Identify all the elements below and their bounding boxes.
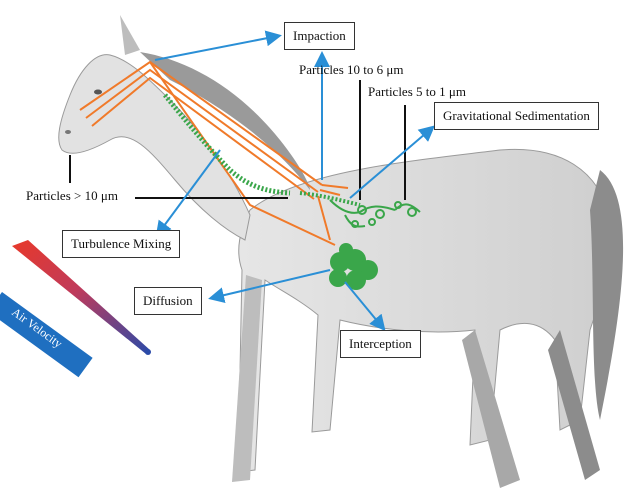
horse-ear <box>120 15 140 55</box>
label-particles-10-6: Particles 10 to 6 μm <box>299 62 403 78</box>
label-particles-gt-10: Particles > 10 μm <box>26 188 118 204</box>
horse-body <box>238 149 611 472</box>
label-particles-5-1: Particles 5 to 1 μm <box>368 84 466 100</box>
label-turbulence-mixing: Turbulence Mixing <box>62 230 180 258</box>
label-interception: Interception <box>340 330 421 358</box>
horse-neck-head <box>59 55 250 240</box>
label-diffusion: Diffusion <box>134 287 202 315</box>
horse-eye <box>94 90 102 95</box>
label-gravitational-sedimentation: Gravitational Sedimentation <box>434 102 599 130</box>
horse-nostril <box>65 130 71 134</box>
arrow-impaction <box>155 36 278 60</box>
horse-tail <box>590 170 623 420</box>
label-impaction: Impaction <box>284 22 355 50</box>
